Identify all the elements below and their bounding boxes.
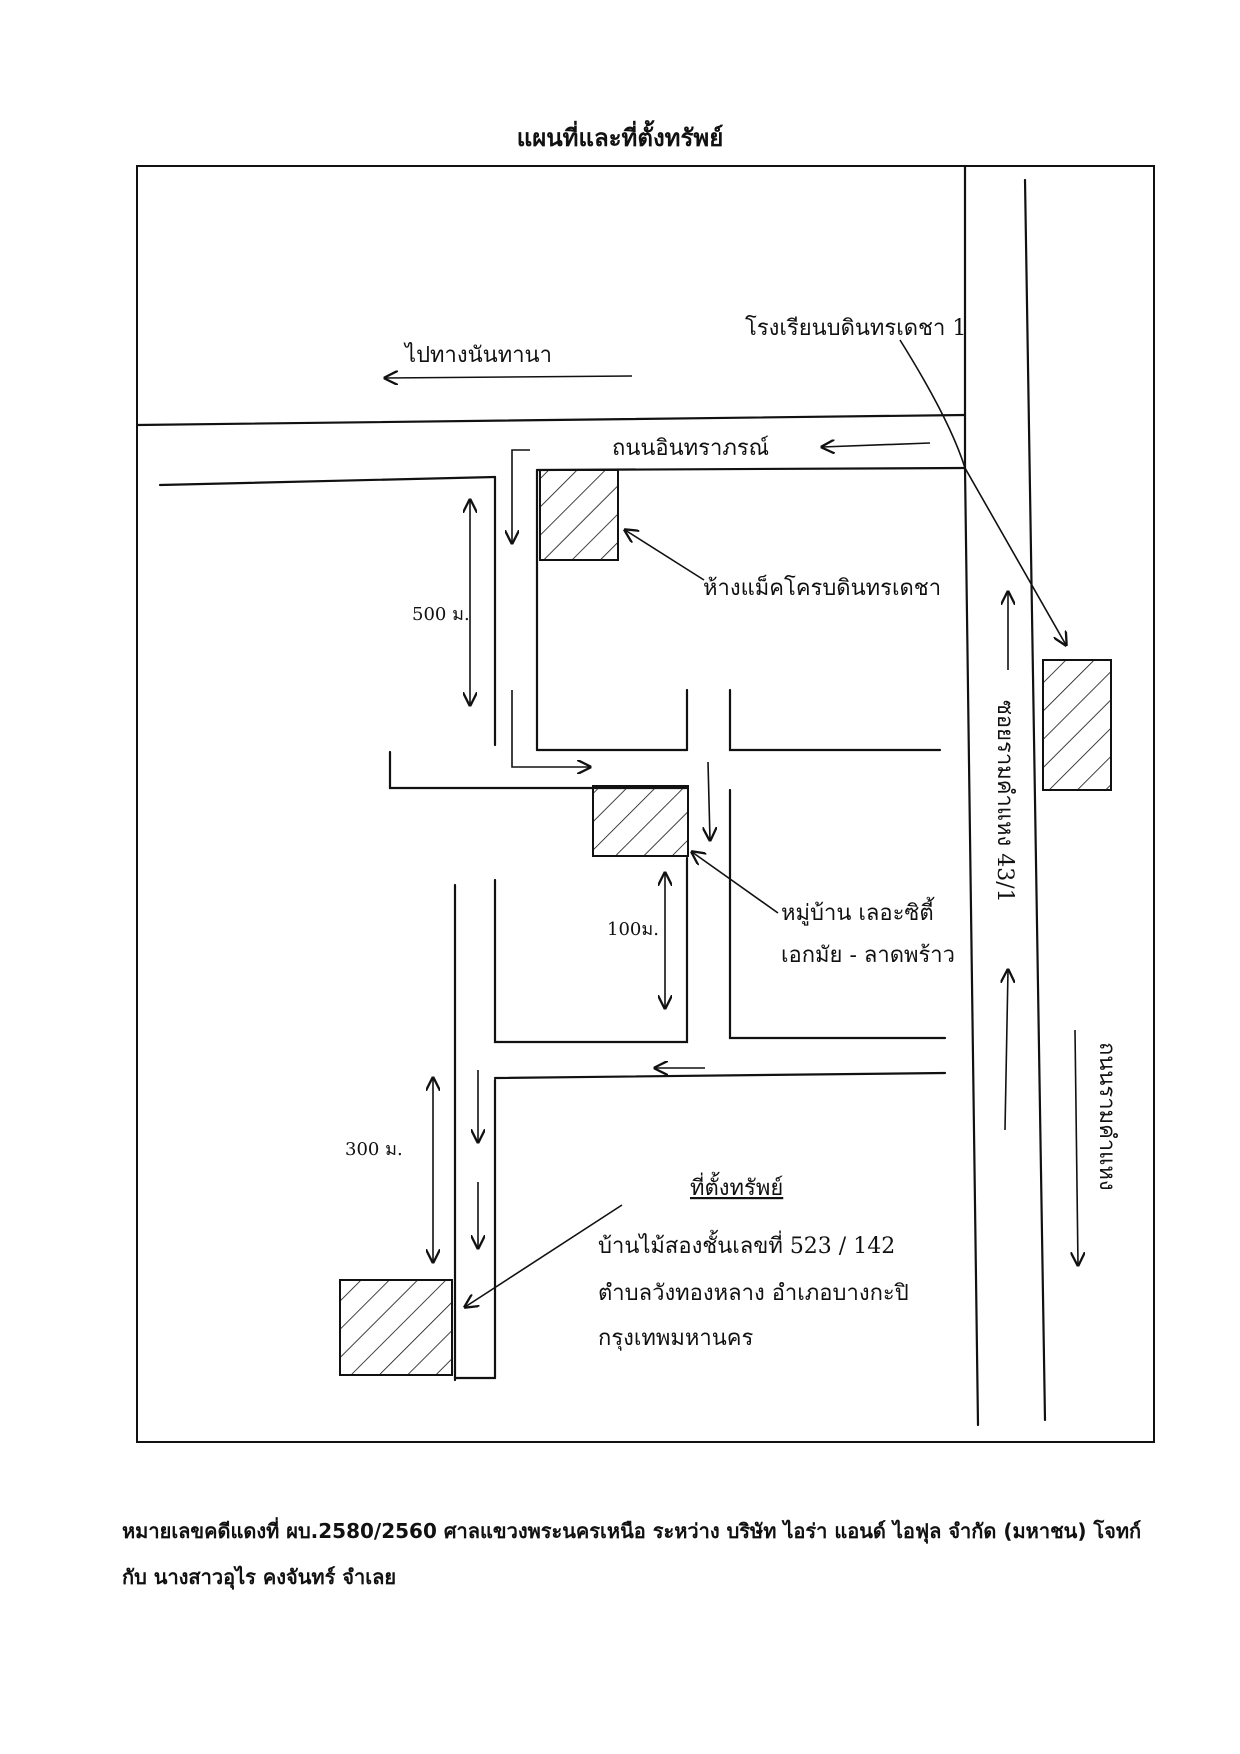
village-loop xyxy=(493,856,689,1044)
label-property-line2: ตำบลวังทองหลาง อำเภอบางกะปิ xyxy=(598,1281,909,1306)
label-ramkhamhaeng: ถนนรามคำแหง xyxy=(1094,1042,1119,1191)
label-school: โรงเรียนบดินทรเดชา 1 xyxy=(745,315,966,341)
page-title: แผนที่และที่ตั้งทรัพย์ xyxy=(516,124,724,152)
label-road-main: ถนนอินทราภรณ์ xyxy=(612,436,769,461)
map-frame xyxy=(136,165,1155,1443)
cross-soi-left xyxy=(388,750,689,790)
case-footer: หมายเลขคดีแดงที่ ผบ.2580/2560 ศาลแขวงพระ… xyxy=(122,1508,1182,1600)
pointer-school xyxy=(899,339,1066,645)
pointer-mall xyxy=(625,530,705,581)
label-village-line1: หมู่บ้าน เลอะซิตี้ xyxy=(781,897,935,926)
mall-building xyxy=(539,469,619,561)
main-road-top-edge xyxy=(135,413,967,427)
label-dist-mid: 100ม. xyxy=(607,919,659,940)
arrow-up-soi431-lower xyxy=(1005,970,1008,1131)
footer-line-2: กับ นางสาวอุไร คงจันทร์ จำเลย xyxy=(122,1565,397,1589)
cross-soi-right-top xyxy=(728,688,942,752)
property-building xyxy=(339,1279,453,1376)
soi-431-right xyxy=(1023,178,1047,1422)
arrow-down-soi xyxy=(512,449,530,543)
label-property-heading: ที่ตั้งทรัพย์ xyxy=(690,1172,783,1201)
cross-soi-right-bottom xyxy=(728,788,947,1040)
label-to-thanon: ไปทางนันทานา xyxy=(403,342,552,368)
school-building xyxy=(1042,659,1112,791)
soi-431-left xyxy=(963,466,980,1427)
arrow-down-junction xyxy=(708,761,710,840)
label-dist-bottom: 300 ม. xyxy=(345,1139,403,1160)
footer-line-1: หมายเลขคดีแดงที่ ผบ.2580/2560 ศาลแขวงพระ… xyxy=(122,1519,1142,1543)
arrow-left-road xyxy=(822,443,931,447)
arrow-left-top xyxy=(385,376,633,378)
lower-cross-soi xyxy=(493,1071,947,1080)
label-mall: ห้างแม็คโครบดินทรเดชา xyxy=(703,573,941,601)
label-dist-top: 500 ม. xyxy=(412,604,470,625)
arrow-down-ramkhamhaeng xyxy=(1075,1029,1078,1265)
main-road-bottom-edge-left xyxy=(158,475,497,487)
label-property-line1: บ้านไม้สองชั้นเลขที่ 523 / 142 xyxy=(598,1230,895,1259)
pointer-village xyxy=(692,852,779,914)
arrow-right-junction xyxy=(511,690,590,767)
village-building xyxy=(592,785,689,857)
pointer-property xyxy=(465,1204,623,1307)
label-property-line3: กรุงเทพมหานคร xyxy=(598,1326,754,1351)
label-soi-name: ซอยรามคำแหง 43/1 xyxy=(992,700,1017,903)
label-village-line2: เอกมัย - ลาดพร้าว xyxy=(781,943,955,968)
